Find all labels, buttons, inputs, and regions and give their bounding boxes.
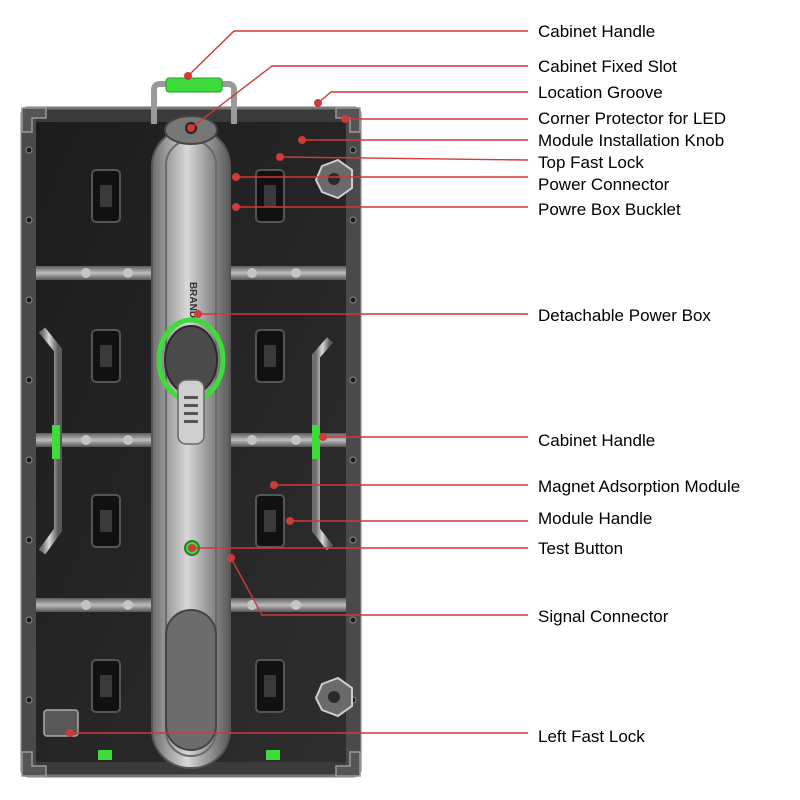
label-location-groove: Location Groove	[538, 83, 663, 102]
label-module-handle: Module Handle	[538, 509, 652, 528]
label-power-box-bucklet: Powre Box Bucklet	[538, 200, 681, 219]
side-handles	[38, 327, 334, 555]
label-module-installation-knob: Module Installation Knob	[538, 131, 724, 150]
callout-labels: Cabinet Handle Cabinet Fixed Slot Locati…	[538, 22, 740, 746]
left-edge-rail	[22, 108, 36, 776]
label-cabinet-handle-side: Cabinet Handle	[538, 431, 655, 450]
label-test-button: Test Button	[538, 539, 623, 558]
leader-lines	[70, 30, 529, 734]
label-detachable-power-box: Detachable Power Box	[538, 306, 711, 325]
right-edge-rail	[346, 108, 360, 776]
brand-text: BRAND	[187, 282, 198, 318]
label-cabinet-fixed-slot: Cabinet Fixed Slot	[538, 57, 677, 76]
label-corner-protector: Corner Protector for LED	[538, 109, 726, 128]
bottom-indicator-right	[266, 750, 280, 760]
label-magnet-adsorption-module: Magnet Adsorption Module	[538, 477, 740, 496]
bottom-indicator-left	[98, 750, 112, 760]
label-power-connector: Power Connector	[538, 175, 670, 194]
label-top-fast-lock: Top Fast Lock	[538, 153, 644, 172]
module-latch-centers	[100, 185, 276, 697]
module-installation-knobs	[314, 158, 353, 718]
top-cabinet-handle	[151, 77, 237, 124]
leader-dots	[66, 72, 349, 737]
bar-bolts	[81, 268, 301, 610]
detachable-power-box	[151, 115, 231, 769]
corner-protectors	[21, 107, 361, 777]
label-left-fast-lock: Left Fast Lock	[538, 727, 645, 746]
label-cabinet-handle-top: Cabinet Handle	[538, 22, 655, 41]
label-signal-connector: Signal Connector	[538, 607, 669, 626]
